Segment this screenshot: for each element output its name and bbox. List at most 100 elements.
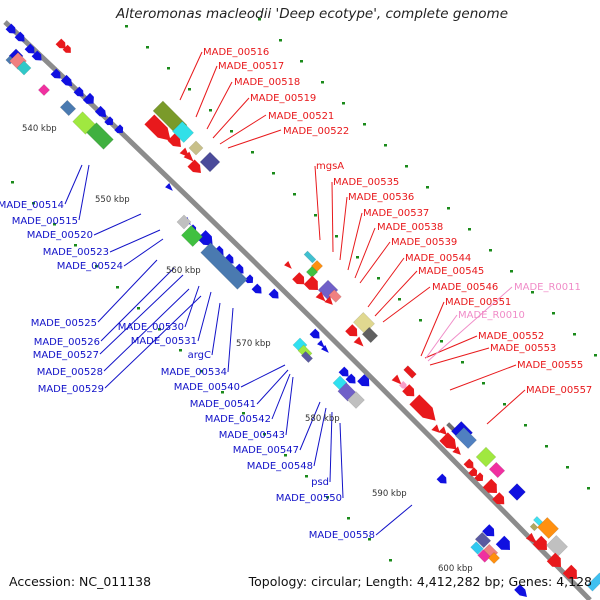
gene-label[interactable]: MADE_00551 [445, 297, 511, 308]
gene-label[interactable]: MADE_00539 [391, 237, 457, 248]
gene-label[interactable]: MADE_00527 [33, 350, 99, 361]
tick-dot [263, 433, 266, 436]
tick-dot [419, 319, 422, 322]
gene-label[interactable]: psd [311, 477, 329, 488]
gene-label[interactable]: MADE_00516 [203, 47, 269, 58]
label-leader-line [367, 257, 405, 308]
gene-feature [488, 461, 506, 479]
gene-label[interactable]: MADE_00517 [218, 61, 284, 72]
gene-block [188, 140, 204, 156]
label-leader-line [449, 364, 517, 391]
page-title: Alteromonas macleodii 'Deep ecotype', co… [116, 6, 508, 22]
gene-label[interactable]: MADE_00530 [118, 322, 184, 333]
gene-feature [537, 517, 559, 539]
tick-dot [284, 454, 287, 457]
tick-dot [405, 165, 408, 168]
label-leader-line [206, 81, 233, 130]
tick-dot [200, 370, 203, 373]
gene-arrow [338, 366, 349, 377]
tick-dot [279, 39, 282, 42]
gene-label[interactable]: MADE_00543 [219, 430, 285, 441]
tick-dot [293, 193, 296, 196]
tick-dot [137, 307, 140, 310]
gene-label[interactable]: MADE_00552 [478, 331, 544, 342]
gene-block [586, 572, 600, 592]
gene-label[interactable]: MADE_00555 [517, 360, 583, 371]
gene-arrow [492, 492, 505, 505]
gene-feature [475, 446, 497, 468]
label-leader-line [314, 165, 321, 241]
gene-label[interactable]: MADE_00542 [205, 414, 271, 425]
gene-label[interactable]: MADE_00548 [247, 461, 313, 472]
gene-label[interactable]: MADE_00535 [333, 177, 399, 188]
tick-dot [482, 382, 485, 385]
gene-label[interactable]: MADE_00522 [283, 126, 349, 137]
rna-label[interactable]: MADE_R0011 [514, 282, 581, 293]
label-leader-line [240, 364, 286, 388]
gene-label[interactable]: MADE_00536 [348, 192, 414, 203]
gene-label[interactable]: MADE_00521 [268, 111, 334, 122]
gene-label[interactable]: argC [188, 350, 211, 361]
tick-dot [368, 538, 371, 541]
gene-feature [492, 492, 505, 505]
gene-label[interactable]: MADE_00531 [131, 336, 197, 347]
rna-gene-labels: MADE_R0011 MADE_R0010 [458, 282, 581, 321]
rna-label[interactable]: MADE_R0010 [458, 310, 525, 321]
gene-arrowhead [324, 296, 333, 305]
gene-label[interactable]: MADE_00545 [418, 266, 484, 277]
gene-feature [303, 250, 317, 264]
tick-dot [314, 214, 317, 217]
gene-label[interactable]: MADE_00514 [0, 200, 64, 211]
gene-feature [268, 288, 279, 299]
label-leader-line [123, 238, 164, 267]
gene-block [176, 214, 192, 230]
gene-label[interactable]: MADE_00529 [38, 384, 104, 395]
gene-feature [5, 23, 16, 34]
gene-label[interactable]: MADE_00528 [37, 367, 103, 378]
gene-feature [439, 432, 457, 450]
gene-label[interactable]: MADE_00540 [174, 382, 240, 393]
gene-label[interactable]: MADE_00538 [377, 222, 443, 233]
gene-label[interactable]: MADE_00546 [432, 282, 498, 293]
gene-label[interactable]: MADE_00524 [57, 261, 123, 272]
gene-feature [529, 522, 539, 532]
gene-arrow [546, 552, 561, 567]
tick-dot [503, 403, 506, 406]
gene-label[interactable]: MADE_00553 [490, 343, 556, 354]
tick-dot [272, 172, 275, 175]
tick-dot [384, 144, 387, 147]
label-leader-line [429, 347, 490, 366]
tick-dot [552, 312, 555, 315]
gene-label[interactable]: MADE_00537 [363, 208, 429, 219]
gene-arrow [482, 524, 495, 537]
gene-arrowhead [183, 151, 194, 162]
gene-label[interactable]: MADE_00557 [526, 385, 592, 396]
tick-dot [242, 412, 245, 415]
gene-label[interactable]: MADE_00550 [276, 493, 342, 504]
gene-arrow [114, 124, 124, 134]
gene-label[interactable]: MADE_00544 [405, 253, 471, 264]
gene-feature [321, 345, 329, 353]
label-leader-line [427, 286, 513, 362]
gene-label[interactable]: MADE_00515 [12, 216, 78, 227]
tick-dot [53, 223, 56, 226]
gene-feature [361, 326, 379, 344]
gene-label[interactable]: MADE_00526 [34, 337, 100, 348]
gene-label[interactable]: MADE_00547 [233, 445, 299, 456]
gene-label[interactable]: MADE_00541 [190, 399, 256, 410]
tick-label-570: 570 kbp [236, 339, 271, 349]
gene-arrow [82, 92, 94, 104]
gene-block [305, 265, 319, 279]
gene-label[interactable]: MADE_00519 [250, 93, 316, 104]
tick-dot [167, 67, 170, 70]
gene-label[interactable]: MADE_00520 [27, 230, 93, 241]
gene-label[interactable]: mgsA [316, 161, 344, 172]
gene-label[interactable]: MADE_00534 [161, 367, 227, 378]
label-leader-line [347, 212, 363, 271]
gene-label[interactable]: MADE_00518 [234, 77, 300, 88]
reverse-gene-labels: MADE_00514 MADE_00515 MADE_00520 MADE_00… [0, 200, 375, 541]
gene-arrow [345, 373, 356, 384]
gene-label[interactable]: MADE_00558 [309, 530, 375, 541]
gene-label[interactable]: MADE_00523 [43, 247, 109, 258]
gene-label[interactable]: MADE_00525 [31, 318, 97, 329]
